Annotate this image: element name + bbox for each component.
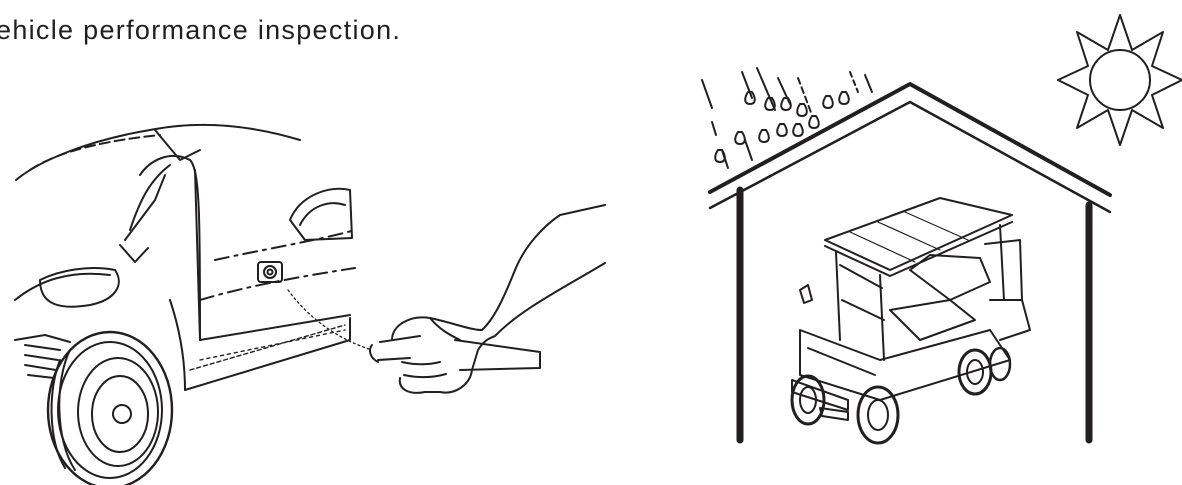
golf-cart-icon [792, 198, 1030, 443]
rain-icon [702, 68, 872, 168]
washing-cart-illustration [0, 0, 620, 485]
sun-icon [1058, 15, 1182, 145]
roof-icon [710, 84, 1110, 212]
